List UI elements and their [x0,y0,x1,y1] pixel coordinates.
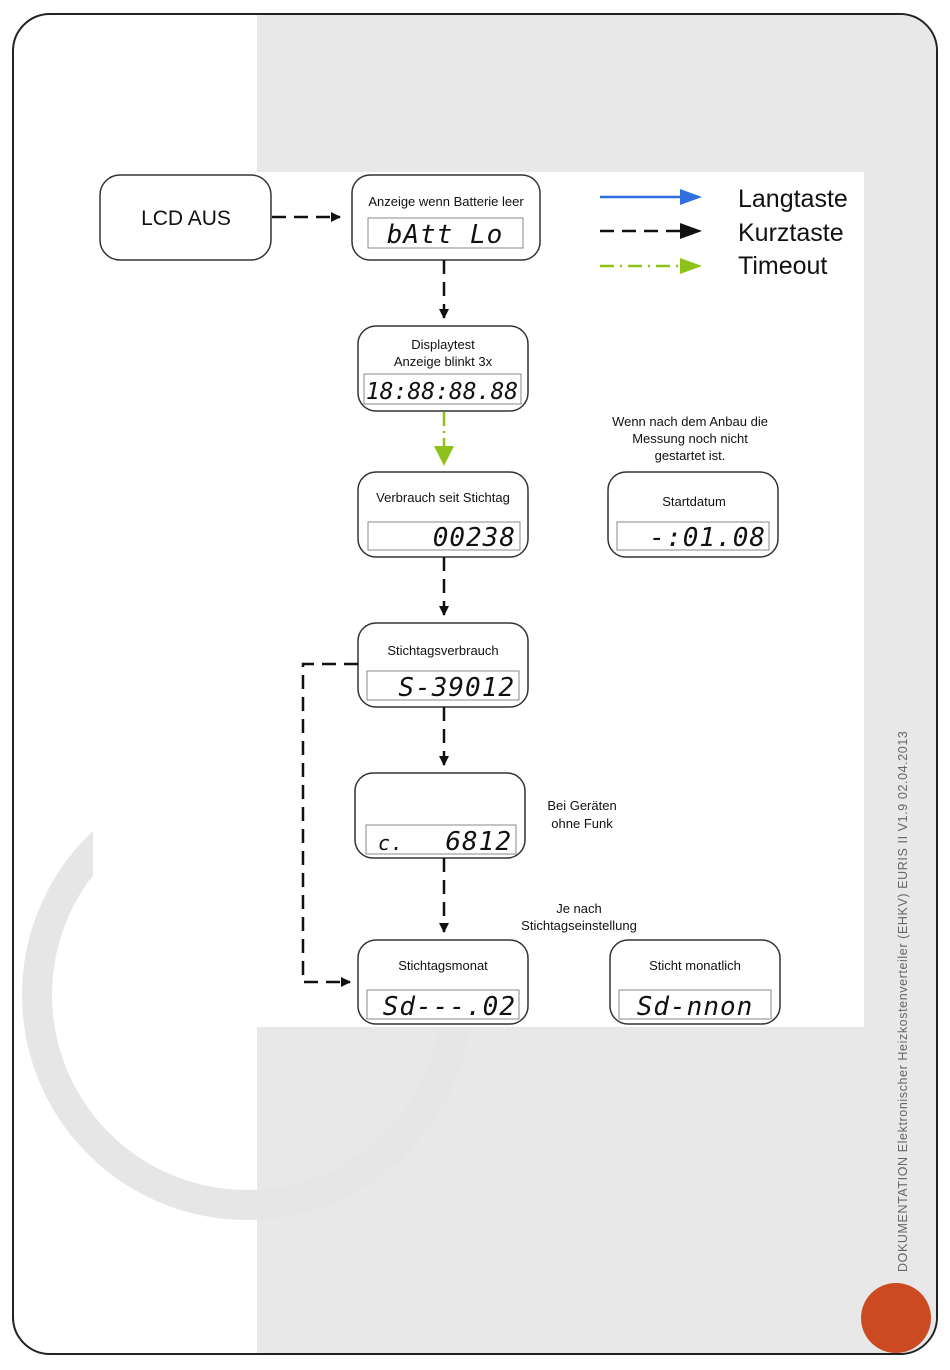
legend-timeout-arrowhead [680,258,702,274]
lcd-aus-label: LCD AUS [141,207,231,230]
node-batterie: Anzeige wenn Batterie leer bAtt Lo [351,174,541,261]
displaytest-lcd: 18:88:88.88 [366,379,518,405]
funk-lcd-right: 6812 [445,827,512,857]
legend-timeout-label: Timeout [738,252,827,280]
verbrauch-lcd: 00238 [433,523,516,553]
verbrauch-title: Verbrauch seit Stichtag [376,490,510,505]
sticht-monatlich-title: Sticht monatlich [649,958,741,973]
funk-note-2: ohne Funk [551,816,613,831]
node-stichtagsverbrauch: Stichtagsverbrauch S-39012 [357,622,529,708]
displaytest-title-1: Displaytest [411,337,475,352]
displaytest-title-2: Anzeige blinkt 3x [394,354,493,369]
startdatum-lcd: -:01.08 [649,523,766,553]
batterie-lcd: bAtt Lo [387,220,504,250]
diagram-area [93,172,864,1027]
funk-lcd-left: c. [378,831,404,855]
stichtagsmonat-title: Stichtagsmonat [398,958,488,973]
sticht-monatlich-lcd: Sd-nnon [637,992,754,1022]
arrow-bypass-to-monat [301,662,358,987]
stichtag-note-1: Je nach [556,901,602,916]
startdatum-note-1: Wenn nach dem Anbau die [612,414,768,429]
document-side-label: DOKUMENTATION Elektronischer Heizkostenv… [896,730,910,1272]
node-stichtagsmonat: Stichtagsmonat Sd---.02 [357,939,529,1025]
node-verbrauch: Verbrauch seit Stichtag 00238 [357,471,529,558]
stichtagsverbrauch-lcd: S-39012 [398,673,515,703]
node-sticht-monatlich: Sticht monatlich Sd-nnon [609,939,781,1025]
legend: Langtaste Kurztaste Timeout [600,185,848,280]
accent-dot [861,1283,931,1353]
node-lcd-aus: LCD AUS [99,174,272,261]
batterie-title: Anzeige wenn Batterie leer [368,194,524,209]
startdatum-title: Startdatum [662,494,726,509]
node-displaytest: Displaytest Anzeige blinkt 3x 18:88:88.8… [357,325,529,412]
node-startdatum: Wenn nach dem Anbau die Messung noch nic… [607,414,779,558]
stichtag-note-2: Stichtagseinstellung [521,918,637,933]
legend-short-arrowhead [680,223,702,239]
node-funk: c. 6812 Bei Geräten ohne Funk [354,772,617,859]
startdatum-note-3: gestartet ist. [655,448,726,463]
stichtagsverbrauch-title: Stichtagsverbrauch [387,643,498,658]
funk-note-1: Bei Geräten [547,798,616,813]
stichtagsmonat-lcd: Sd---.02 [383,992,516,1022]
legend-short-label: Kurztaste [738,219,844,247]
legend-long-arrowhead [680,189,702,205]
startdatum-note-2: Messung noch nicht [632,431,748,446]
arrow-displaytest-to-verbrauch [434,412,454,466]
legend-long-label: Langtaste [738,185,848,213]
